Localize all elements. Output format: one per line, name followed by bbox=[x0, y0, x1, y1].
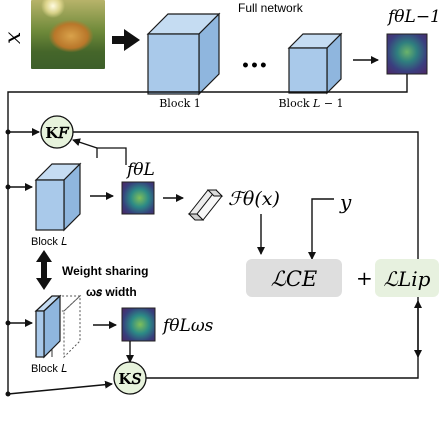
block-l-minus-1-cube bbox=[287, 32, 343, 95]
full-network-label: Full network bbox=[238, 1, 304, 15]
block-l-small-label: Block 𝐿 bbox=[31, 363, 67, 375]
block-1-cube bbox=[146, 12, 221, 96]
fmap-to-kf-line bbox=[96, 147, 127, 165]
block-l-label: Block 𝐿 bbox=[31, 236, 67, 248]
f-theta-l-omega-label: 𝑓𝜃𝐿ω𝑠 bbox=[161, 316, 214, 336]
ks-to-lip-line bbox=[146, 300, 422, 379]
block-1-label: Block 1 bbox=[159, 97, 201, 110]
weight-sharing-arrow bbox=[36, 250, 52, 290]
input-x-label: 𝑥 bbox=[1, 31, 26, 44]
omega-width-label: ω𝑠 width bbox=[86, 285, 137, 299]
arrow-to-ks bbox=[7, 380, 113, 395]
junction-dot bbox=[5, 391, 11, 397]
block-l-cube bbox=[34, 162, 82, 232]
f-theta-l-minus-1-label: 𝑓𝜃𝐿−1 bbox=[386, 7, 441, 27]
block-l-minus-1-label: Block 𝐿 − 1 bbox=[278, 97, 343, 110]
ks-label: 𝐊𝑆 bbox=[118, 370, 141, 388]
loss-ce-box bbox=[246, 259, 342, 297]
feature-map-top bbox=[386, 33, 428, 75]
feature-map-l bbox=[121, 181, 155, 215]
f-theta-l-label: 𝑓𝜃𝐿 bbox=[125, 160, 155, 180]
main-connector-line bbox=[7, 74, 408, 394]
fmap-to-kf-arrow bbox=[72, 138, 98, 149]
y-to-ce-line bbox=[308, 198, 334, 260]
loss-ce-label: ℒ𝐶𝐸 bbox=[271, 267, 318, 291]
feature-vector bbox=[187, 189, 224, 221]
kf-label: 𝐊𝐹 bbox=[45, 124, 70, 142]
plus-sign: + bbox=[356, 266, 373, 290]
junction-dot bbox=[5, 129, 11, 135]
ellipsis-dots: ••• bbox=[241, 58, 268, 74]
junction-dot bbox=[5, 320, 11, 326]
input-dog-image bbox=[31, 0, 105, 69]
y-label: 𝑦 bbox=[339, 190, 352, 214]
block-l-small-cube bbox=[34, 294, 82, 359]
f-theta-x-label: ℱ𝜃(𝑥) bbox=[228, 188, 280, 210]
forward-arrow bbox=[112, 29, 140, 51]
loss-lip-box bbox=[375, 259, 439, 297]
feature-map-omega bbox=[121, 307, 156, 342]
junction-dot bbox=[5, 184, 11, 190]
weight-sharing-label: Weight sharing bbox=[62, 264, 148, 278]
loss-lip-label: ℒ𝐿𝑖𝑝 bbox=[384, 267, 431, 291]
